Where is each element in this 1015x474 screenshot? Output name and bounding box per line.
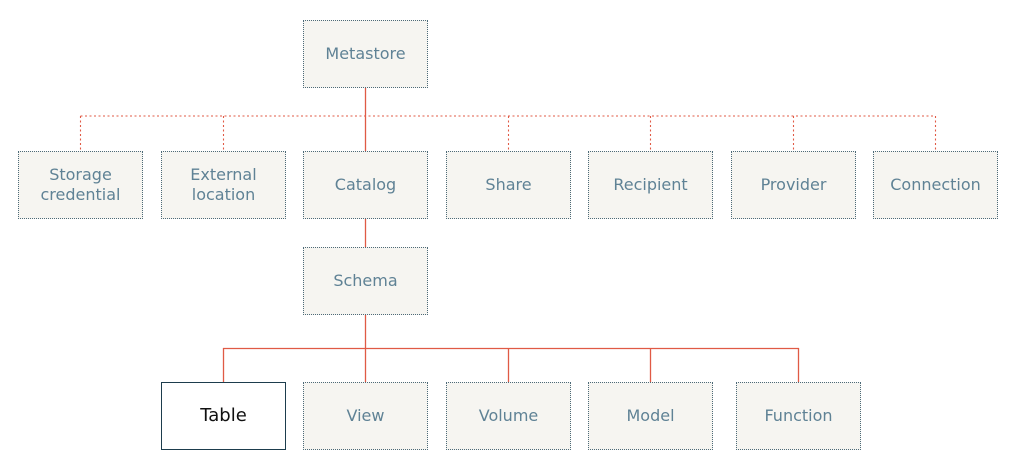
node-table[interactable]: Table bbox=[161, 382, 286, 450]
node-catalog[interactable]: Catalog bbox=[303, 151, 428, 219]
node-schema[interactable]: Schema bbox=[303, 247, 428, 315]
node-provider[interactable]: Provider bbox=[731, 151, 856, 219]
node-recipient[interactable]: Recipient bbox=[588, 151, 713, 219]
node-view[interactable]: View bbox=[303, 382, 428, 450]
node-external-location[interactable]: External location bbox=[161, 151, 286, 219]
node-model[interactable]: Model bbox=[588, 382, 713, 450]
node-share[interactable]: Share bbox=[446, 151, 571, 219]
node-function[interactable]: Function bbox=[736, 382, 861, 450]
node-metastore[interactable]: Metastore bbox=[303, 20, 428, 88]
node-storage-credential[interactable]: Storage credential bbox=[18, 151, 143, 219]
node-volume[interactable]: Volume bbox=[446, 382, 571, 450]
node-connection[interactable]: Connection bbox=[873, 151, 998, 219]
